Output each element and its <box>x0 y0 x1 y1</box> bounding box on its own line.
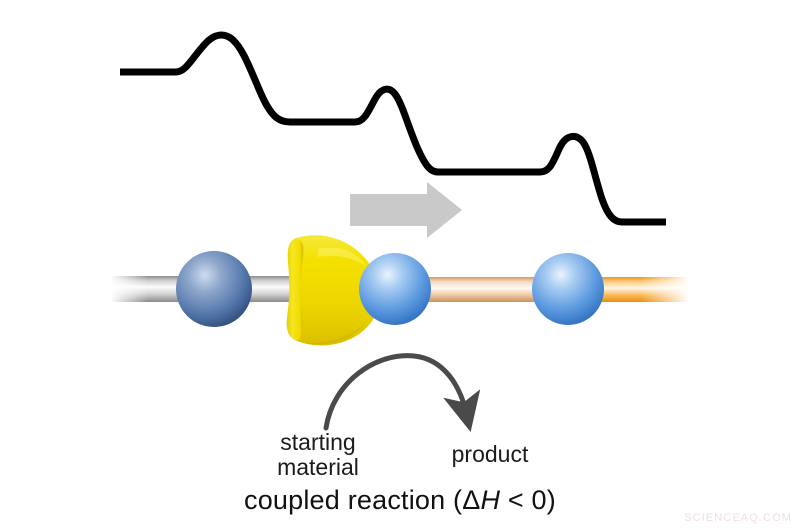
leaving-group-body <box>286 235 382 346</box>
caption-prefix: coupled reaction (Δ <box>244 485 481 515</box>
starting-material-to-product-arrow <box>323 353 481 432</box>
label-product: product <box>451 441 529 467</box>
label-starting-material: starting material <box>277 429 359 480</box>
watermark: SCIENCEAQ.COM <box>684 512 792 524</box>
atom-light-blue-1 <box>359 253 431 325</box>
energy-curve-path <box>120 31 666 226</box>
caption-enthalpy-symbol: H <box>480 485 501 515</box>
leaving-group-left-face <box>286 238 304 341</box>
leaving-group-highlight <box>318 247 366 266</box>
reaction-direction-arrow <box>350 182 462 238</box>
leaving-group-blob <box>286 235 382 346</box>
energy-profile-curve <box>120 31 666 226</box>
caption-suffix: < 0) <box>500 485 556 515</box>
molecule-atoms <box>176 235 604 346</box>
atom-light-blue-2 <box>532 253 604 325</box>
curved-arrow-path <box>323 353 481 432</box>
leaving-group-shade <box>304 322 366 345</box>
block-arrow-shape <box>350 182 462 238</box>
caption: coupled reaction (ΔH < 0) <box>0 485 800 516</box>
atom-dark-blue <box>176 251 252 327</box>
